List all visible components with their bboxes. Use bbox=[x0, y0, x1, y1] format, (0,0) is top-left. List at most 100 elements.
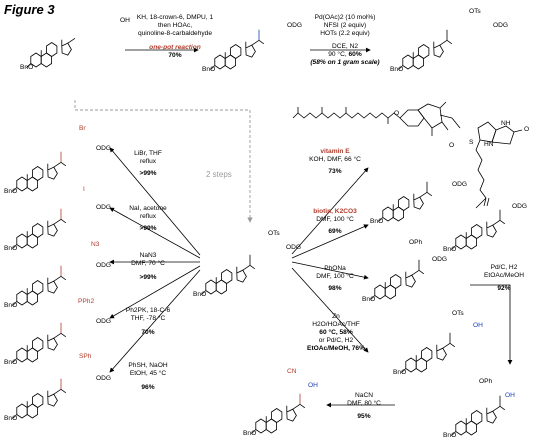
left-rxn-3-yield: >99% bbox=[139, 274, 157, 281]
pdc-line1: Pd/C, H2 bbox=[490, 264, 518, 271]
atom-o-biotin: O bbox=[524, 126, 530, 133]
right-rxn-1-line1: vitamin E bbox=[320, 148, 350, 155]
left-rxn-1-line1: LiBr, THF bbox=[134, 150, 162, 157]
two-steps-label: 2 steps bbox=[206, 170, 232, 179]
left-rxn-1-line2: reflux bbox=[139, 158, 157, 165]
arrow-to-pph2 bbox=[109, 265, 201, 319]
atom-bno-oph: BnO bbox=[362, 296, 376, 303]
left-rxn-5-line1: PhSH, NaOH bbox=[128, 362, 168, 369]
left-rxn-5: PhSH, NaOH EtOH, 45 °C 96% bbox=[118, 362, 178, 392]
right-rxn-1-line2: KOH, DMF, 66 °C bbox=[309, 156, 361, 163]
atom-odg-n3: ODG bbox=[96, 262, 112, 269]
steroid-vitE bbox=[378, 181, 433, 222]
nacn-conditions: NaCN DMF, 80 °C 95% bbox=[334, 392, 394, 421]
atom-s-biotin: S bbox=[469, 139, 474, 146]
atom-odg-center: ODG bbox=[286, 244, 302, 251]
atom-bno-br: BnO bbox=[4, 188, 18, 195]
right-rxn-4-line2: H2O/HOAc/THF bbox=[312, 321, 360, 328]
pdc-line2: EtOAc/MeOH bbox=[484, 272, 524, 279]
arrow-to-biotin bbox=[291, 224, 369, 259]
left-rxn-5-yield: 96% bbox=[141, 384, 155, 391]
steroid-cn bbox=[251, 393, 306, 434]
left-rxn-4-line2: THF, -78 °C bbox=[130, 315, 166, 322]
atom-oph: OPh bbox=[409, 239, 423, 246]
nacn-line1: NaCN bbox=[355, 392, 373, 399]
atom-bno-p1: BnO bbox=[202, 66, 216, 73]
atom-bno-cn: BnO bbox=[243, 430, 257, 437]
left-rxn-4-line1: Ph2PK, 18-C-6 bbox=[125, 307, 171, 314]
arrow-to-alcohol bbox=[291, 267, 369, 353]
atom-ots-center: OTs bbox=[268, 230, 280, 237]
atom-bno-sm: BnO bbox=[20, 64, 34, 71]
steroid-start bbox=[26, 37, 76, 68]
left-rxn-4-yield: 70% bbox=[141, 329, 155, 336]
atom-bno-i: BnO bbox=[4, 245, 18, 252]
step1-line3: quinoline-8-carbaldehyde bbox=[137, 30, 213, 37]
atom-bno-vitE: BnO bbox=[370, 218, 384, 225]
atom-odg-p1: ODG bbox=[287, 22, 303, 29]
atom-oh-final: OH bbox=[505, 392, 515, 399]
step2-gram-scale: (58% on 1 gram scale) bbox=[310, 59, 380, 66]
atom-n3: N3 bbox=[91, 241, 100, 248]
steroid-structures bbox=[12, 29, 506, 436]
steroid-final-oph bbox=[451, 395, 506, 436]
atom-odg-i: ODG bbox=[96, 204, 112, 211]
right-rxn-1-yield: 73% bbox=[328, 168, 342, 175]
right-rxn-2-line2: DMF, 100 °C bbox=[316, 216, 354, 223]
steroid-pph2 bbox=[12, 322, 67, 363]
atom-i: I bbox=[83, 186, 85, 193]
atom-hn-biotin: HN bbox=[484, 141, 494, 148]
atom-ots-alc: OTs bbox=[452, 310, 464, 317]
steroid-i bbox=[12, 208, 67, 249]
atom-odg-oph: ODG bbox=[432, 256, 448, 263]
atom-bno-pph2: BnO bbox=[4, 359, 18, 366]
step1-conditions: KH, 18-crown-6, DMPU, 1 then HOAc, quino… bbox=[120, 14, 230, 60]
atom-cn: CN bbox=[287, 368, 297, 375]
step2-temp: 90 °C bbox=[328, 51, 345, 58]
right-rxn-4-line1: Zn bbox=[332, 313, 340, 320]
pdc-conditions: Pd/C, H2 EtOAc/MeOH 92% bbox=[474, 264, 534, 293]
atom-oh-alc: OH bbox=[473, 322, 483, 329]
atom-bno-final: BnO bbox=[443, 432, 457, 439]
vitamin-e-chain bbox=[292, 101, 461, 136]
right-rxn-3-line2: DMF, 100 °C bbox=[316, 273, 354, 280]
atom-o-vitE2: O bbox=[449, 142, 455, 149]
steroid-n3 bbox=[12, 265, 67, 306]
right-rxn-2: biotin, K2CO3 DMF, 100 °C 69% bbox=[300, 208, 370, 236]
step2-yield: 60% bbox=[348, 51, 362, 58]
steroid-oph bbox=[370, 259, 425, 300]
atom-odg-pph2: ODG bbox=[96, 318, 112, 325]
arrow-to-sph bbox=[109, 269, 201, 373]
atom-bno-alc: BnO bbox=[393, 369, 407, 376]
reaction-arrows bbox=[109, 47, 513, 408]
left-rxn-5-line2: EtOH, 45 °C bbox=[129, 370, 167, 377]
atom-oph-final: OPh bbox=[479, 378, 493, 385]
figure-title: Figure 3 bbox=[4, 2, 55, 17]
right-rxn-3: PhONa DMF, 100 °C 98% bbox=[300, 265, 370, 293]
step2-line2: NFSI (2 equiv) bbox=[323, 22, 367, 29]
steroid-alcohol bbox=[401, 332, 456, 373]
right-rxn-4-line3: 60 °C, 58% bbox=[319, 329, 353, 336]
biotin-structure bbox=[475, 121, 523, 209]
atom-oh-cn: OH bbox=[308, 382, 318, 389]
right-rxn-1: vitamin E KOH, DMF, 66 °C 73% bbox=[300, 148, 370, 176]
atom-bno-sph: BnO bbox=[4, 415, 18, 422]
steroid-biotin bbox=[451, 209, 506, 250]
step1-line1: KH, 18-crown-6, DMPU, 1 bbox=[136, 14, 214, 21]
atom-bno-center: BnO bbox=[193, 291, 207, 298]
steroid-sph bbox=[12, 378, 67, 419]
arrow-to-br bbox=[109, 147, 201, 256]
step1-line2: then HOAc, bbox=[157, 22, 193, 29]
pdc-yield: 92% bbox=[497, 285, 511, 292]
left-rxn-4: Ph2PK, 18-C-6 THF, -78 °C 70% bbox=[118, 307, 178, 337]
arrow-pdc bbox=[470, 284, 513, 365]
left-rxn-2-line1: NaI, acetone bbox=[129, 205, 167, 212]
atom-bno-biotin: BnO bbox=[443, 246, 457, 253]
left-rxn-1: LiBr, THF reflux >99% bbox=[118, 150, 178, 178]
arrow-to-i bbox=[109, 207, 201, 259]
left-rxn-3-line2: DMF, 70 °C bbox=[131, 260, 165, 267]
atom-pph2: PPh2 bbox=[78, 298, 95, 305]
right-rxn-4: Zn H2O/HOAc/THF 60 °C, 58% or Pd/C, H2 E… bbox=[296, 313, 376, 353]
atom-odg-p2: ODG bbox=[493, 22, 509, 29]
steroid-product-1 bbox=[210, 29, 265, 70]
